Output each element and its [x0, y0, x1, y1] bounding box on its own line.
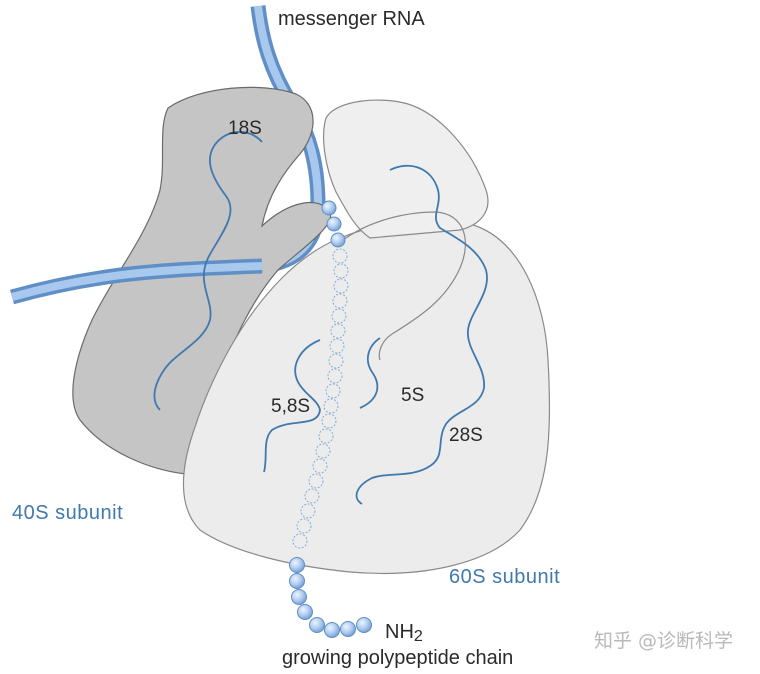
label-60s-subunit: 60S subunit — [449, 566, 560, 588]
subunit-60s-fold — [335, 211, 466, 361]
watermark: 知乎 @诊断科学 — [594, 630, 733, 652]
subunit-60s-upper-lobe — [323, 99, 489, 239]
label-5s: 5S — [401, 385, 424, 406]
rrna-18s-line — [153, 131, 263, 411]
rrna-58s-line — [263, 339, 321, 473]
polypeptide-chain — [289, 200, 372, 638]
rrna-5s-line — [359, 337, 381, 409]
label-nh2: NH2 — [385, 621, 423, 645]
label-messenger-rna: messenger RNA — [278, 8, 425, 30]
label-40s-subunit: 40S subunit — [12, 502, 123, 524]
bead-chain-ghost — [292, 248, 349, 549]
bead-chain-top — [321, 200, 346, 248]
subunit-60s-body — [182, 219, 551, 574]
bead-chain-bottom — [289, 557, 372, 638]
label-nh2-subscript: 2 — [414, 628, 423, 645]
label-growing-polypeptide-chain: growing polypeptide chain — [282, 647, 513, 669]
label-28s: 28S — [449, 425, 483, 446]
rrna-28s-line — [355, 164, 488, 505]
label-5-8s: 5,8S — [271, 396, 310, 417]
label-18s: 18S — [228, 118, 262, 139]
